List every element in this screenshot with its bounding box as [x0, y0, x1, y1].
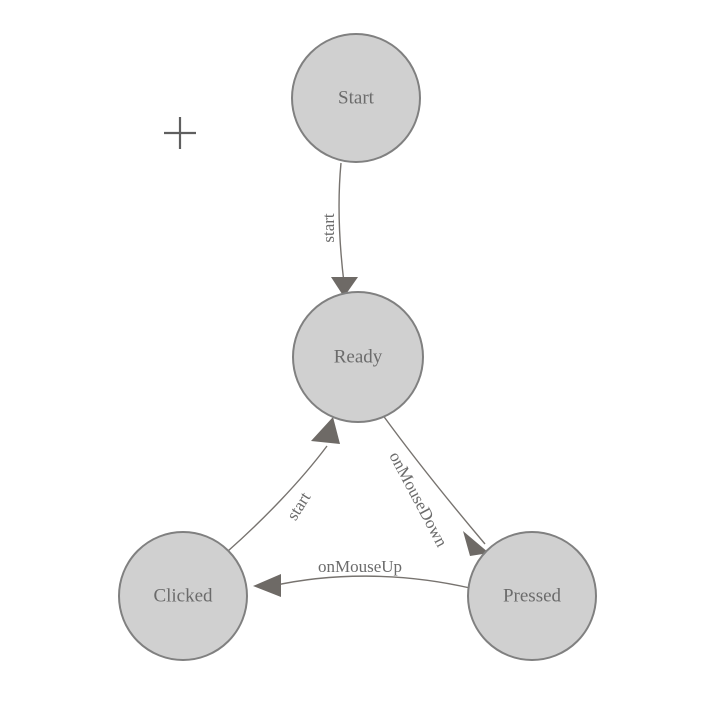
edge-start-to-ready[interactable]: start [319, 162, 358, 297]
node-start-circle[interactable] [291, 33, 421, 163]
edge-clicked-to-ready[interactable]: start [227, 417, 340, 552]
crosshair-icon[interactable] [164, 117, 196, 149]
edge-ready-to-pressed-path [381, 413, 486, 545]
node-clicked-label: Clicked [153, 585, 213, 606]
edge-pressed-to-clicked-path [271, 575, 471, 589]
edge-ready-to-pressed-arrowhead [463, 531, 489, 556]
node-start-label: Start [338, 87, 375, 108]
edge-pressed-to-clicked[interactable]: onMouseUp [253, 557, 471, 597]
edge-start-to-ready-path [338, 162, 345, 284]
node-ready[interactable]: Ready [292, 291, 424, 423]
edge-clicked-to-ready-arrowhead [311, 417, 340, 444]
node-clicked[interactable]: Clicked [118, 531, 248, 661]
edge-ready-to-pressed[interactable]: onMouseDown [381, 413, 489, 556]
edge-pressed-to-clicked-arrowhead [253, 574, 281, 597]
node-start[interactable]: Start [291, 33, 421, 163]
node-pressed[interactable]: Pressed [467, 531, 597, 661]
node-pressed-circle[interactable] [467, 531, 597, 661]
edge-label-pressed-to-clicked: onMouseUp [318, 557, 402, 576]
node-clicked-circle[interactable] [118, 531, 248, 661]
edge-clicked-to-ready-path [227, 445, 328, 552]
edge-label-start-to-ready: start [319, 213, 338, 243]
node-ready-label: Ready [334, 346, 383, 367]
node-pressed-label: Pressed [503, 585, 562, 606]
node-ready-circle[interactable] [292, 291, 424, 423]
edge-start-to-ready-arrowhead [331, 277, 358, 297]
edge-label-ready-to-pressed: onMouseDown [385, 449, 451, 551]
